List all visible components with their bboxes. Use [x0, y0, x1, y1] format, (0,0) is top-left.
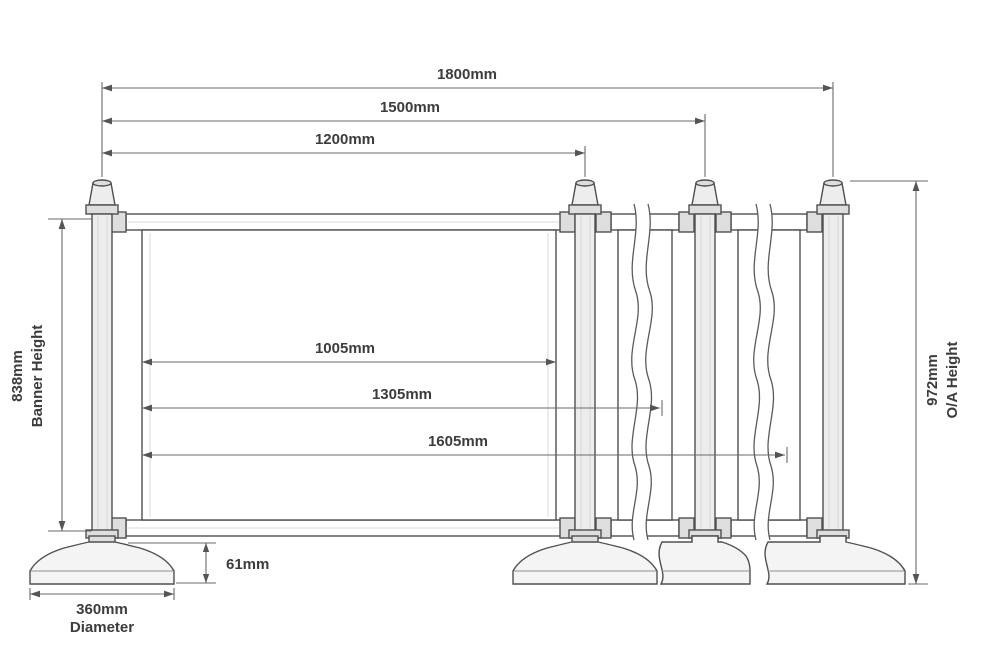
- arrowhead: [102, 117, 112, 125]
- dimension-1605: 1605mm: [142, 433, 788, 463]
- post-shaft: [694, 213, 716, 535]
- banner-panel-1: [125, 213, 562, 537]
- dimension-base-diameter: 360mm Diameter: [29, 588, 175, 636]
- dim-label-banner-height-value: 838mm: [9, 350, 26, 402]
- break-line-b: [753, 203, 775, 541]
- post-shaft: [91, 213, 113, 535]
- dim-label-banner-height: Banner Height: [29, 325, 46, 428]
- clamp: [559, 211, 576, 233]
- dimension-base-height: 61mm: [128, 542, 269, 584]
- arrowhead: [575, 149, 585, 157]
- dim-label-1500: 1500mm: [380, 99, 440, 116]
- dim-label-1005: 1005mm: [315, 340, 375, 357]
- base-4: [764, 535, 906, 585]
- base-2: [512, 535, 658, 585]
- post-2: [568, 179, 602, 539]
- arrowhead: [164, 590, 174, 598]
- clamp: [678, 211, 695, 233]
- arrowhead: [30, 590, 40, 598]
- dimension-1800: 1800mm: [101, 66, 834, 177]
- post-shaft: [574, 213, 596, 535]
- arrowhead: [202, 543, 210, 552]
- dim-label-1605: 1605mm: [428, 433, 488, 450]
- arrowhead: [650, 404, 660, 412]
- dimension-1005: 1005mm: [142, 340, 556, 366]
- arrowhead: [142, 404, 152, 412]
- base-3: [658, 535, 751, 585]
- post-collar: [85, 204, 119, 215]
- arrowhead: [202, 574, 210, 583]
- dimension-overall-height: 972mm O/A Height: [850, 180, 961, 585]
- base-dome-cut: [764, 535, 906, 585]
- dim-label-base-height: 61mm: [226, 556, 269, 573]
- arrowhead: [58, 521, 66, 531]
- post-collar: [816, 204, 850, 215]
- base-dome-cut: [658, 535, 751, 585]
- post-collar: [568, 204, 602, 215]
- arrowhead: [695, 117, 705, 125]
- dim-label-base-diameter: Diameter: [70, 619, 134, 636]
- post-shaft: [822, 213, 844, 535]
- dim-label-base-diameter-value: 360mm: [76, 601, 128, 618]
- post-3: [688, 179, 722, 539]
- dimension-1200: 1200mm: [102, 131, 586, 177]
- banner-1: [141, 229, 557, 521]
- arrowhead: [546, 358, 556, 366]
- arrowhead: [102, 149, 112, 157]
- arrowhead: [775, 451, 785, 459]
- dimension-1305: 1305mm: [142, 386, 663, 416]
- arrowhead: [912, 574, 920, 584]
- dim-label-overall-height: O/A Height: [944, 342, 961, 419]
- clamp: [806, 211, 823, 233]
- arrowhead: [102, 84, 112, 92]
- base-dome: [512, 541, 658, 585]
- arrowhead: [142, 358, 152, 366]
- dim-label-1800: 1800mm: [437, 66, 497, 83]
- clamp: [110, 211, 127, 233]
- post-collar: [688, 204, 722, 215]
- base-dome: [29, 541, 175, 585]
- post-4: [816, 179, 850, 539]
- dim-label-1200: 1200mm: [315, 131, 375, 148]
- base-1: [29, 535, 175, 585]
- clamp: [595, 211, 612, 233]
- post-1: [85, 179, 119, 539]
- dimension-1500: 1500mm: [102, 99, 706, 177]
- clamp: [715, 211, 732, 233]
- arrowhead: [823, 84, 833, 92]
- arrowhead: [912, 181, 920, 191]
- dimension-banner-height: 838mm Banner Height: [9, 218, 92, 532]
- dim-label-overall-height-value: 972mm: [924, 354, 941, 406]
- break-line-a: [631, 203, 653, 541]
- dim-label-1305: 1305mm: [372, 386, 432, 403]
- arrowhead: [142, 451, 152, 459]
- arrowhead: [58, 219, 66, 229]
